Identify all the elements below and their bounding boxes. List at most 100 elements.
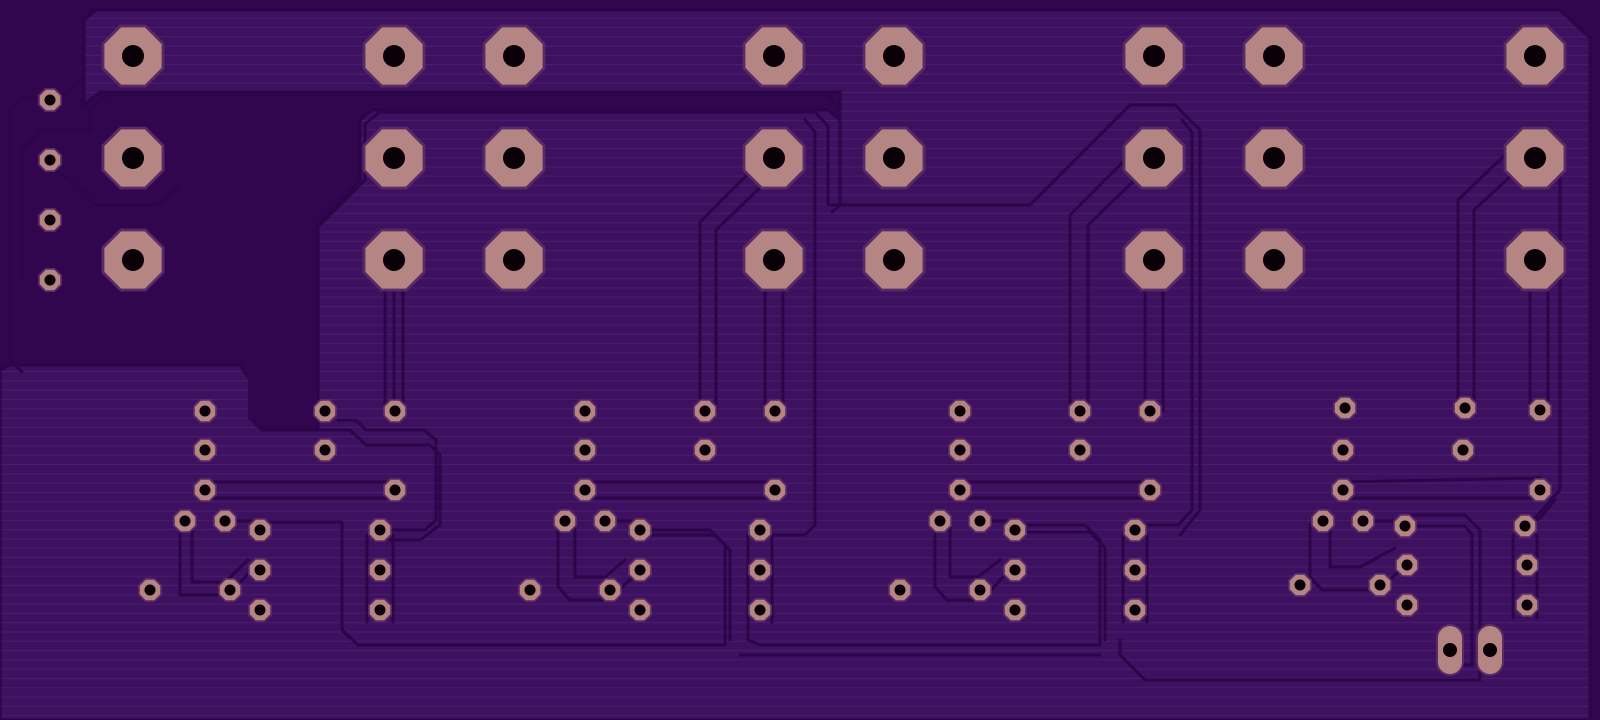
small-through-hole-pad	[383, 399, 407, 423]
small-through-hole-pad	[138, 578, 162, 602]
small-through-hole-pad	[1451, 438, 1475, 462]
small-through-hole-pad	[193, 438, 217, 462]
small-through-hole-pad	[1068, 438, 1092, 462]
small-through-hole-pad	[948, 478, 972, 502]
small-through-hole-pad	[213, 509, 237, 533]
small-through-hole-pad	[248, 558, 272, 582]
oval-pads	[1436, 624, 1504, 676]
small-through-hole-pad	[1368, 573, 1392, 597]
small-through-hole-pad	[1003, 518, 1027, 542]
large-through-hole-pad	[1242, 228, 1306, 292]
small-through-hole-pad	[1513, 514, 1537, 538]
large-through-hole-pad	[742, 24, 806, 88]
small-through-hole-pad	[1515, 553, 1539, 577]
small-through-hole-pad	[368, 558, 392, 582]
large-through-hole-pad	[862, 228, 926, 292]
small-through-hole-pad	[38, 88, 62, 112]
small-through-hole-pad	[518, 578, 542, 602]
small-through-hole-pad	[748, 518, 772, 542]
small-through-hole-pad	[928, 509, 952, 533]
small-through-hole-pad	[1528, 398, 1552, 422]
small-through-hole-pad	[573, 438, 597, 462]
large-through-hole-pad	[1242, 24, 1306, 88]
large-through-hole-pad	[362, 228, 426, 292]
small-through-hole-pad	[693, 438, 717, 462]
small-through-hole-pad	[888, 578, 912, 602]
small-through-hole-pad	[1453, 396, 1477, 420]
small-through-hole-pad	[1123, 558, 1147, 582]
large-through-hole-pad	[1122, 126, 1186, 190]
small-through-hole-pad	[193, 399, 217, 423]
small-through-hole-pad	[1003, 598, 1027, 622]
small-through-hole-pad	[1395, 553, 1419, 577]
small-through-hole-pad	[1288, 573, 1312, 597]
large-through-hole-pad	[1122, 228, 1186, 292]
small-through-hole-pad	[313, 399, 337, 423]
small-through-hole-pad	[1331, 438, 1355, 462]
small-through-hole-pad	[173, 509, 197, 533]
small-through-hole-pad	[1331, 478, 1355, 502]
small-through-hole-pad	[1393, 514, 1417, 538]
small-through-hole-pad	[593, 509, 617, 533]
small-through-hole-pad	[573, 478, 597, 502]
small-through-hole-pad	[313, 438, 337, 462]
small-through-hole-pad	[748, 598, 772, 622]
small-through-hole-pad	[1528, 478, 1552, 502]
small-through-hole-pad	[748, 558, 772, 582]
small-through-hole-pad	[38, 148, 62, 172]
small-through-hole-pad	[763, 399, 787, 423]
small-through-hole-pad	[763, 478, 787, 502]
small-through-hole-pad	[598, 578, 622, 602]
small-through-hole-pad	[248, 598, 272, 622]
small-through-hole-pad	[968, 578, 992, 602]
oval-through-hole-pad	[1476, 624, 1504, 676]
small-through-hole-pad	[1395, 593, 1419, 617]
large-through-hole-pad	[101, 24, 165, 88]
large-through-hole-pad	[362, 126, 426, 190]
small-through-hole-pad	[1123, 518, 1147, 542]
small-through-hole-pad	[693, 399, 717, 423]
small-through-hole-pad	[553, 509, 577, 533]
large-through-hole-pad	[1503, 24, 1567, 88]
small-through-hole-pad	[368, 518, 392, 542]
large-through-hole-pad	[101, 228, 165, 292]
small-through-hole-pad	[948, 438, 972, 462]
small-through-hole-pad	[1123, 598, 1147, 622]
large-through-hole-pad	[742, 126, 806, 190]
small-through-hole-pad	[218, 578, 242, 602]
unpoured-region	[0, 0, 352, 420]
small-through-hole-pad	[968, 509, 992, 533]
oval-through-hole-pad	[1436, 624, 1464, 676]
small-through-hole-pad	[628, 558, 652, 582]
large-through-hole-pad	[362, 24, 426, 88]
small-through-hole-pad	[193, 478, 217, 502]
small-through-hole-pad	[948, 399, 972, 423]
small-through-hole-pad	[1311, 509, 1335, 533]
small-through-hole-pad	[1333, 396, 1357, 420]
large-through-hole-pad	[742, 228, 806, 292]
small-through-hole-pad	[368, 598, 392, 622]
large-through-hole-pad	[862, 24, 926, 88]
small-through-hole-pad	[1138, 478, 1162, 502]
small-through-hole-pad	[1068, 399, 1092, 423]
small-through-hole-pad	[1138, 399, 1162, 423]
large-through-hole-pad	[1242, 126, 1306, 190]
small-through-hole-pad	[628, 598, 652, 622]
large-through-hole-pad	[482, 126, 546, 190]
large-pads	[101, 24, 1567, 292]
small-through-hole-pad	[1351, 509, 1375, 533]
large-through-hole-pad	[101, 126, 165, 190]
small-through-hole-pad	[1003, 558, 1027, 582]
large-through-hole-pad	[1503, 126, 1567, 190]
large-through-hole-pad	[482, 24, 546, 88]
large-through-hole-pad	[482, 228, 546, 292]
small-through-hole-pad	[573, 399, 597, 423]
large-through-hole-pad	[862, 126, 926, 190]
small-through-hole-pad	[628, 518, 652, 542]
small-through-hole-pad	[38, 268, 62, 292]
small-through-hole-pad	[1515, 593, 1539, 617]
small-through-hole-pad	[383, 478, 407, 502]
large-through-hole-pad	[1503, 228, 1567, 292]
